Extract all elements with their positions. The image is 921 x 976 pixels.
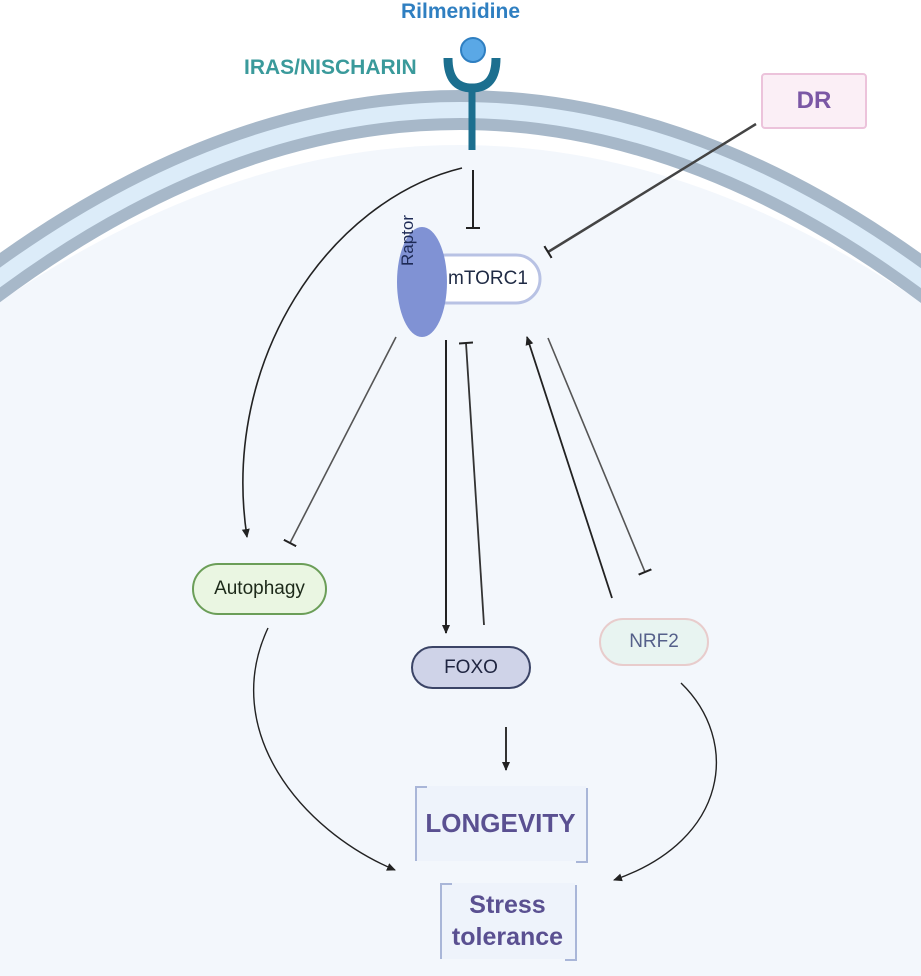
iras-receptor	[443, 37, 501, 150]
rilmenidine-label: Rilmenidine	[400, 0, 521, 23]
stress-bracket-left	[440, 883, 452, 959]
rilmenidine-ligand	[460, 37, 486, 63]
stress-label: Stress	[469, 891, 546, 919]
cytoplasm	[0, 145, 921, 976]
cell-membrane-inner	[0, 102, 921, 289]
stress-tolerance-outcome: Stress tolerance	[440, 883, 575, 959]
autophagy-node: Autophagy	[192, 563, 327, 615]
longevity-bracket-right	[576, 788, 588, 863]
raptor-subunit	[397, 227, 447, 337]
receptor-activates-autophagy	[241, 167, 463, 538]
mtorc1-inhibits-autophagy	[283, 336, 397, 548]
mtorc1-label: mTORC1	[448, 268, 528, 289]
foxo-inhibits-mtorc1	[458, 341, 485, 626]
longevity-outcome: LONGEVITY	[415, 786, 586, 861]
iras-nischarin-label: IRAS/NISCHARIN	[244, 56, 417, 79]
nrf2-activates-mtorc1	[525, 336, 613, 599]
autophagy-to-stress-tolerance	[252, 627, 396, 871]
mtorc1-inhibits-nrf2	[547, 337, 652, 576]
foxo-node: FOXO	[411, 646, 531, 689]
nrf2-node: NRF2	[599, 618, 709, 666]
raptor-label: Raptor	[398, 214, 417, 266]
dr-inhibits-mtorc1	[543, 122, 757, 259]
nrf2-to-stress-tolerance	[613, 682, 718, 882]
tolerance-label: tolerance	[451, 923, 564, 951]
stress-bracket-right	[565, 885, 577, 961]
dr-node: DR	[761, 73, 867, 129]
longevity-bracket-left	[415, 786, 427, 861]
